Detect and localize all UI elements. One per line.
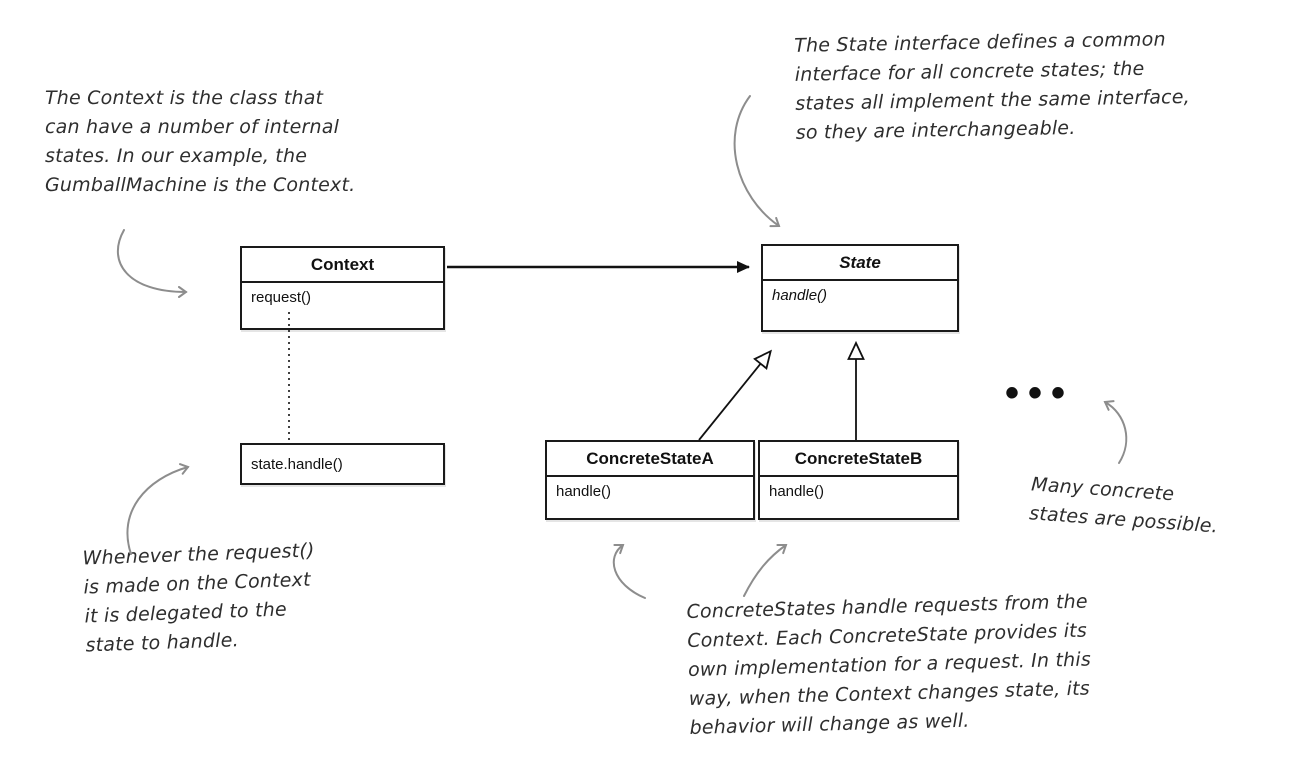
concrete-states-annotation: ConcreteStates handle requests from the … [686, 590, 1092, 739]
hand-arrow-state-note [733, 95, 781, 228]
state-interface-name: State [763, 246, 957, 281]
context-annotation: The Context is the class that can have a… [45, 87, 356, 196]
state-interface-box: State handle() [761, 244, 959, 332]
state-handle-call-box: state.handle() [240, 443, 445, 485]
concrete-state-a-name: ConcreteStateA [547, 442, 753, 477]
state-interface-annotation: The State interface defines a common int… [794, 28, 1191, 144]
context-class-name: Context [242, 248, 443, 283]
hand-arrow-concrete-state-a-note [612, 543, 646, 599]
concrete-state-b-box: ConcreteStateB handle() [758, 440, 959, 520]
concrete-state-a-inheritance-arrow [698, 349, 772, 441]
concrete-state-a-box: ConcreteStateA handle() [545, 440, 755, 520]
context-request-method: request() [251, 289, 312, 306]
concrete-state-b-handle-method: handle() [769, 483, 825, 500]
request-delegation-annotation: Whenever the request() is made on the Co… [82, 539, 315, 657]
many-states-annotation: Many concrete states are possible. [1028, 473, 1219, 538]
hand-arrow-many-states-note [1103, 400, 1128, 464]
state-handle-method: handle() [772, 287, 828, 304]
more-states-ellipsis: ••• [1005, 371, 1075, 415]
concrete-state-a-handle-method: handle() [556, 483, 612, 500]
concrete-state-b-name: ConcreteStateB [760, 442, 957, 477]
hand-arrow-concrete-state-b-note [743, 543, 788, 597]
hand-arrow-context-note [116, 229, 188, 298]
context-class-box: Context request() [240, 246, 445, 330]
